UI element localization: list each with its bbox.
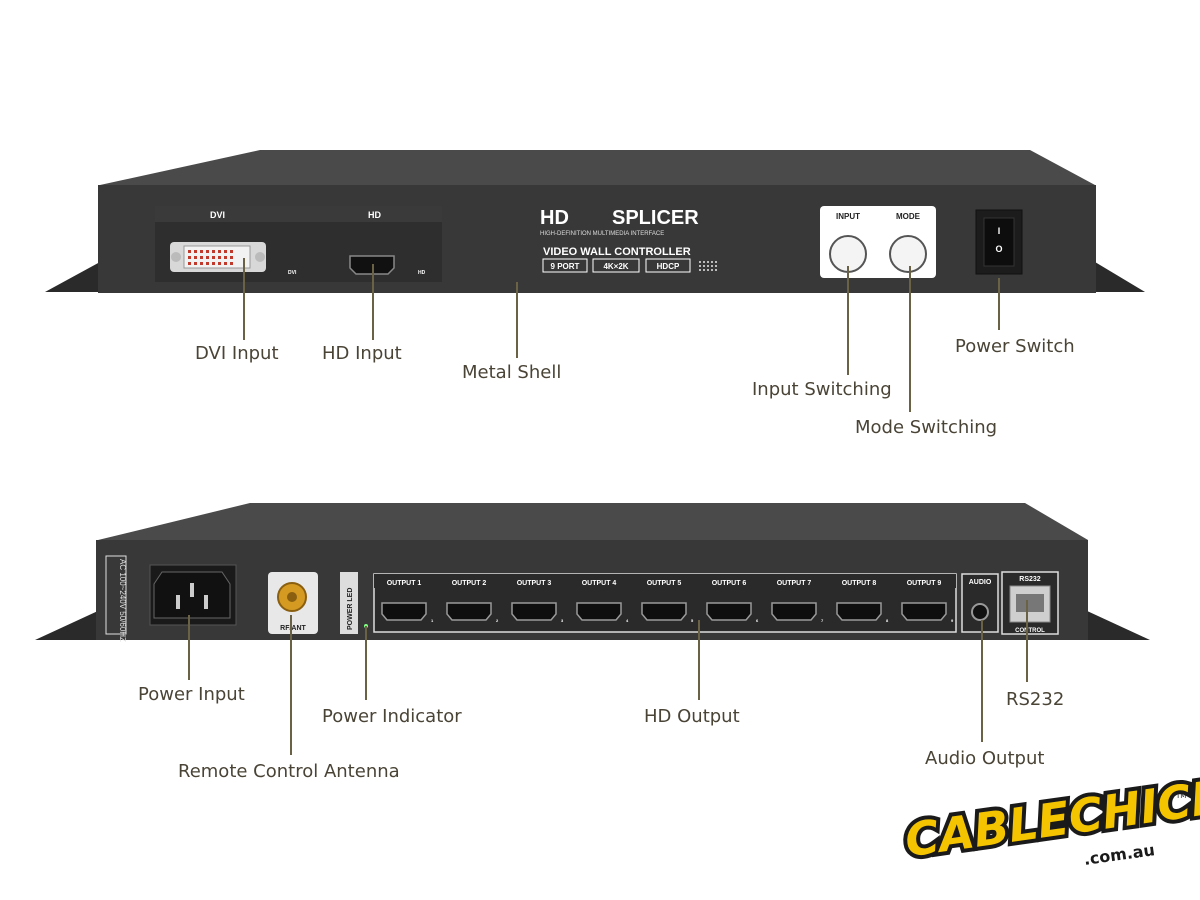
input-button-label: INPUT bbox=[836, 212, 860, 221]
power-switch[interactable] bbox=[975, 209, 1023, 275]
output-number-1: 1 bbox=[431, 618, 434, 623]
output-number-6: 6 bbox=[756, 618, 759, 623]
callout-audio-output: Audio Output bbox=[925, 748, 1045, 769]
logo-domain: .com.au bbox=[1083, 840, 1156, 869]
front-top-surface bbox=[100, 150, 1095, 185]
hd-small-label: HD bbox=[418, 270, 426, 276]
hd-output-port-4[interactable] bbox=[576, 602, 622, 621]
power-rating: AC 100~240V 50/60HZ bbox=[118, 559, 127, 642]
brand-hd: HD bbox=[540, 207, 569, 229]
hd-output-port-6[interactable] bbox=[706, 602, 752, 621]
callout-metal-shell: Metal Shell bbox=[462, 362, 562, 383]
output-label-1: OUTPUT 1 bbox=[387, 580, 422, 587]
callout-hd-input: HD Input bbox=[322, 343, 402, 364]
badge-9-port: 9 PORT bbox=[551, 262, 580, 271]
output-number-9: 9 bbox=[951, 618, 954, 623]
callout-mode-switching: Mode Switching bbox=[855, 417, 998, 438]
power-led-label: POWER LED bbox=[347, 588, 354, 630]
output-number-2: 2 bbox=[496, 618, 499, 623]
rear-ear-right bbox=[1085, 610, 1150, 640]
logo-brand: CABLECHICK bbox=[902, 768, 1200, 867]
hd-output-port-9[interactable] bbox=[901, 602, 947, 621]
input-panel-header bbox=[155, 206, 442, 222]
rear-top-surface bbox=[98, 503, 1088, 540]
output-label-4: OUTPUT 4 bbox=[582, 580, 617, 587]
power-led-panel bbox=[340, 572, 358, 634]
callout-input-switching: Input Switching bbox=[752, 379, 892, 400]
output-number-7: 7 bbox=[821, 618, 824, 623]
output-label-5: OUTPUT 5 bbox=[647, 580, 682, 587]
callout-hd-output: HD Output bbox=[644, 706, 740, 727]
output-number-4: 4 bbox=[626, 618, 629, 623]
ir-sensor-grid bbox=[699, 261, 717, 271]
output-label-2: OUTPUT 2 bbox=[452, 580, 487, 587]
brand-splicer: SPLICER bbox=[612, 207, 699, 229]
logo-trademark: TM bbox=[1175, 792, 1186, 800]
mounting-ear-right bbox=[1095, 262, 1145, 292]
hd-output-port-2[interactable] bbox=[446, 602, 492, 621]
rear-ear-left bbox=[35, 610, 100, 640]
rs232-label: RS232 bbox=[1019, 576, 1041, 583]
product-name: VIDEO WALL CONTROLLER bbox=[543, 246, 691, 258]
hd-header-label: HD bbox=[368, 210, 381, 220]
power-rating-box bbox=[105, 555, 127, 635]
hd-output-port-7[interactable] bbox=[771, 602, 817, 621]
dvi-header-label: DVI bbox=[210, 210, 225, 220]
hd-output-port-5[interactable] bbox=[641, 602, 687, 621]
badge-hdcp: HDCP bbox=[657, 262, 680, 271]
mode-button[interactable] bbox=[889, 235, 927, 273]
callout-dvi-input: DVI Input bbox=[195, 343, 279, 364]
hd-output-port-3[interactable] bbox=[511, 602, 557, 621]
switch-on-glyph: I bbox=[998, 226, 1001, 236]
output-number-3: 3 bbox=[561, 618, 564, 623]
hd-output-port-1[interactable] bbox=[381, 602, 427, 621]
rear-callout-lines bbox=[188, 600, 1028, 755]
cablechick-logo: CABLECHICK CABLECHICK .com.au TM bbox=[898, 764, 1200, 871]
audio-panel bbox=[961, 573, 999, 633]
output-label-8: OUTPUT 8 bbox=[842, 580, 877, 587]
callout-power-input: Power Input bbox=[138, 684, 245, 705]
dvi-small-label: DVI bbox=[288, 270, 297, 276]
brand-subtitle: HIGH-DEFINITION MULTIMEDIA INTERFACE bbox=[540, 231, 664, 237]
output-panel-header bbox=[374, 574, 956, 588]
audio-label: AUDIO bbox=[969, 579, 992, 586]
dvi-pins bbox=[188, 250, 233, 265]
badge-frame-1 bbox=[542, 258, 588, 273]
output-label-6: OUTPUT 6 bbox=[712, 580, 747, 587]
callout-power-indicator: Power Indicator bbox=[322, 706, 462, 727]
rf-label: RF/ANT bbox=[280, 625, 306, 632]
badge-frame-2 bbox=[592, 258, 640, 273]
callout-power-switch: Power Switch bbox=[955, 336, 1075, 357]
mounting-ear-left bbox=[45, 262, 100, 292]
power-inlet[interactable] bbox=[149, 564, 237, 626]
rf-antenna-core bbox=[287, 592, 297, 602]
control-label: CONTROL bbox=[1015, 628, 1045, 634]
audio-jack[interactable] bbox=[971, 603, 989, 621]
callout-remote-antenna: Remote Control Antenna bbox=[178, 761, 400, 782]
output-label-9: OUTPUT 9 bbox=[907, 580, 942, 587]
output-label-3: OUTPUT 3 bbox=[517, 580, 552, 587]
output-number-8: 8 bbox=[886, 618, 889, 623]
output-number-5: 5 bbox=[691, 618, 694, 623]
rs232-port[interactable] bbox=[1009, 585, 1051, 623]
badge-frame-3 bbox=[645, 258, 691, 273]
switch-off-glyph: O bbox=[995, 244, 1002, 254]
front-callout-lines bbox=[243, 258, 1000, 412]
hd-output-port-8[interactable] bbox=[836, 602, 882, 621]
output-label-7: OUTPUT 7 bbox=[777, 580, 812, 587]
outputs-group: OUTPUT 1 1 OUTPUT 2 2 OUTPUT 3 3 OUTPUT 4 4 OUTP… bbox=[381, 580, 954, 623]
callout-rs232: RS232 bbox=[1006, 689, 1065, 710]
badge-4k: 4K×2K bbox=[603, 262, 628, 271]
mode-button-label: MODE bbox=[896, 212, 921, 221]
